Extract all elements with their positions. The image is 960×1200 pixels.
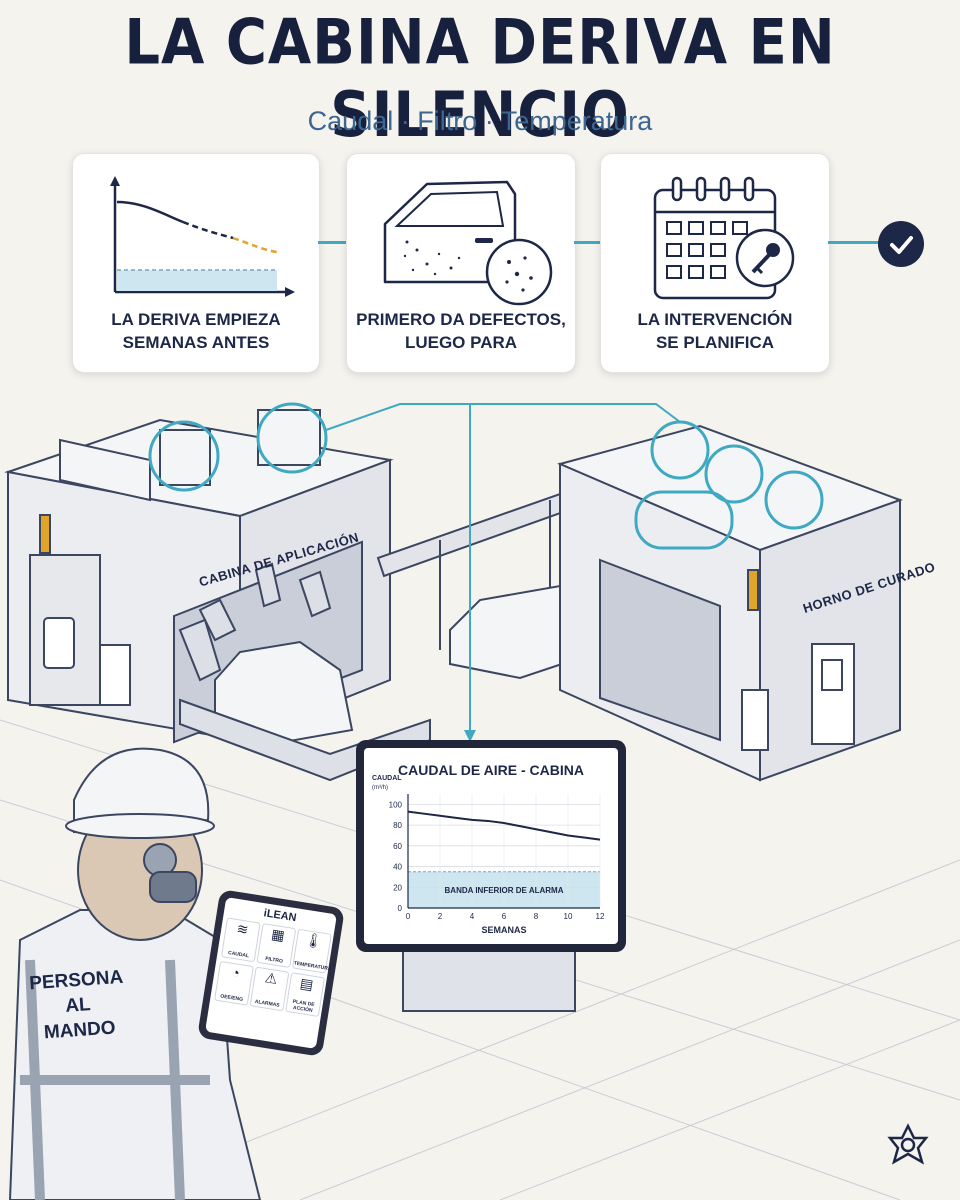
airflow-series-line (407, 810, 601, 841)
x-tick-label: 8 (534, 912, 539, 921)
y-tick-label: 40 (393, 863, 402, 872)
y-axis-label: CAUDAL (372, 775, 402, 782)
monitor-stand (402, 952, 576, 1012)
step-card-drift: LA DERIVA EMPIEZA SEMANAS ANTES (72, 153, 320, 373)
operator-vest-label: PERSONA AL MANDO (28, 966, 124, 1044)
tablet-screen: iLEAN ≋ CAUDAL ▦ FILTRO 🌡 TEMPERATURA ◔ … (205, 897, 337, 1049)
alarm-band-label: BANDA INFERIOR DE ALARMA (445, 886, 564, 895)
step-label-planning: LA INTERVENCIÓN SE PLANIFICA (637, 310, 793, 352)
airflow-monitor: CAUDAL DE AIRE - CABINA 0 20 40 60 80 100 0 2 4 6… (356, 740, 626, 952)
x-tick-label: 2 (438, 912, 443, 921)
gauge-icon: ◔ (230, 963, 242, 982)
check-icon (878, 221, 924, 267)
wind-icon: ≋ (235, 920, 250, 938)
paint-robot (178, 562, 332, 682)
y-tick-label: 60 (393, 842, 402, 851)
page-title: LA CABINA DERIVA EN SILENCIO (124, 6, 836, 152)
tablet-tile-oee[interactable]: ◔ OEE/ENG (214, 960, 254, 1006)
car-door-defects-icon (383, 180, 553, 306)
airflow-chart: 0 20 40 60 80 100 0 2 4 6 8 10 12 CAUDAL (m³/h) SEMANAS… (372, 775, 605, 935)
operator-figure (8, 747, 262, 1200)
x-tick-label: 10 (564, 912, 573, 921)
curing-oven (556, 424, 903, 782)
drift-chart-icon (110, 176, 295, 297)
x-axis-label: SEMANAS (481, 925, 526, 935)
monitor-screen: CAUDAL DE AIRE - CABINA 0 20 40 60 80 100 0 2 4 6… (364, 748, 618, 944)
x-tick-label: 0 (406, 912, 411, 921)
thermometer-icon: 🌡 (303, 930, 324, 950)
monitor-title: CAUDAL DE AIRE - CABINA (398, 762, 584, 778)
tablet-tile-filtro[interactable]: ▦ FILTRO (256, 923, 297, 968)
warning-icon: ⚠ (263, 969, 279, 987)
calendar-key-icon (653, 176, 795, 300)
filter-icon: ▦ (270, 925, 286, 944)
y-tick-label: 80 (393, 821, 402, 830)
tablet-tile-alarmas[interactable]: ⚠ ALARMAS (249, 966, 290, 1012)
step-connector (828, 241, 880, 244)
step-card-defects: PRIMERO DA DEFECTOS, LUEGO PARA (346, 153, 576, 373)
brand-logo-icon (887, 1123, 929, 1165)
x-tick-label: 6 (502, 912, 507, 921)
tablet-tile-temperatura[interactable]: 🌡 TEMPERATURA (292, 928, 332, 974)
document-icon: ▤ (298, 974, 315, 993)
step-label-drift: LA DERIVA EMPIEZA SEMANAS ANTES (111, 310, 281, 352)
tablet-tile-caudal[interactable]: ≋ CAUDAL (220, 917, 261, 963)
x-tick-label: 4 (470, 912, 475, 921)
tablet-tile-plan[interactable]: ▤ PLAN DE ACCIÓN (285, 972, 325, 1018)
step-connector (318, 241, 346, 244)
y-axis-unit: (m³/h) (372, 785, 388, 791)
x-tick-label: 12 (596, 912, 605, 921)
y-tick-label: 100 (389, 800, 403, 809)
step-card-planning: LA INTERVENCIÓN SE PLANIFICA (600, 153, 830, 373)
sensor-highlights (148, 402, 824, 550)
page-subtitle: Caudal · Filtro · Temperatura (307, 106, 653, 136)
step-label-defects: PRIMERO DA DEFECTOS, LUEGO PARA (356, 310, 566, 352)
factory-scene (0, 402, 960, 1200)
step-connector (574, 241, 600, 244)
y-tick-label: 20 (393, 883, 402, 892)
operator-tablet[interactable]: iLEAN ≋ CAUDAL ▦ FILTRO 🌡 TEMPERATURA ◔ … (197, 889, 345, 1057)
y-tick-label: 0 (398, 904, 403, 913)
